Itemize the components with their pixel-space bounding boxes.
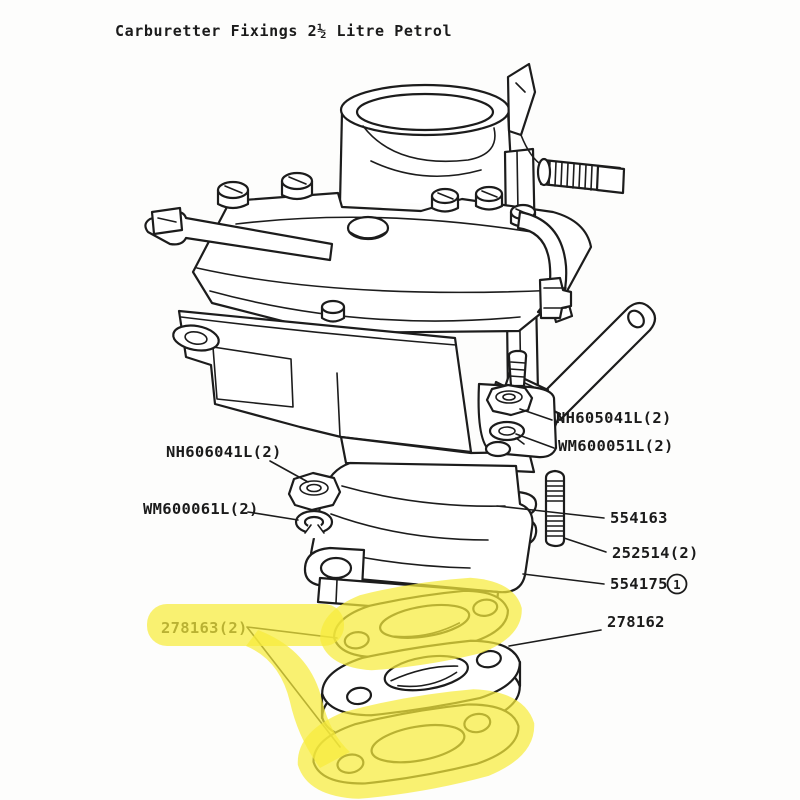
stud-252514 [544, 469, 566, 548]
lock-washer-wm600051l [488, 420, 526, 442]
leader-554175 [522, 573, 605, 585]
highlight-label-278163 [147, 604, 344, 646]
part-label-wm600051l: WM600051L(2) [558, 437, 674, 455]
leader-554163 [496, 505, 605, 519]
highlight-gasket-upper [320, 577, 522, 671]
air-horn [338, 83, 515, 205]
leader-wm600051l [515, 433, 555, 449]
part-label-wm600061l: WM600061L(2) [143, 500, 259, 518]
part-label-nh606041l: NH606041L(2) [166, 443, 282, 461]
lever-arm-with-hole [534, 301, 657, 422]
part-label-nh605041l: NH605041L(2) [556, 409, 672, 427]
part-label-252514: 252514(2) [612, 544, 699, 562]
cover-screws [216, 171, 537, 323]
carburetter-drawing [144, 62, 657, 785]
leader-nh605041l [519, 408, 553, 421]
leader-278162 [508, 629, 602, 647]
leader-nh606041l [269, 460, 309, 483]
left-bracket [144, 206, 334, 262]
part-label-278162: 278162 [607, 613, 665, 631]
leader-252514 [563, 537, 607, 553]
leader-wm600061l [247, 511, 299, 521]
svg-text:1: 1 [673, 577, 681, 592]
note-1-badge: 1 [666, 573, 688, 595]
highlight-gasket-lower [297, 689, 535, 799]
marker-highlights [147, 577, 535, 799]
part-label-554163: 554163 [610, 509, 668, 527]
lock-washer-wm600061l [294, 509, 334, 539]
carb-base-flange [339, 349, 558, 474]
float-chamber [172, 309, 473, 454]
part-label-554175: 554175 [610, 575, 668, 593]
diagram-title: Carburetter Fixings 2½ Litre Petrol [115, 22, 452, 40]
hex-nut-nh606041l [287, 471, 342, 512]
